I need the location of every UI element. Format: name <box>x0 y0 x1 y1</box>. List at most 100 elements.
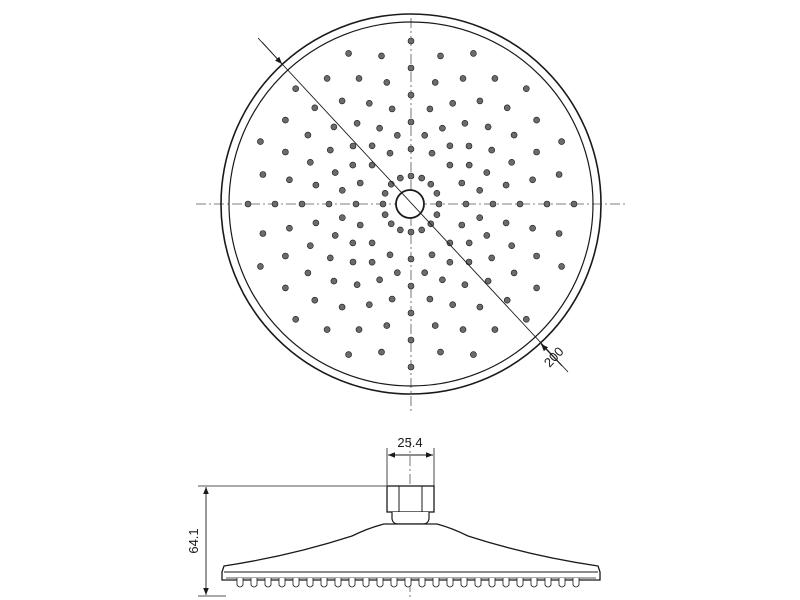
nozzle <box>407 255 415 263</box>
nozzle <box>356 179 364 187</box>
side-nozzle <box>432 578 440 588</box>
nozzle <box>312 181 320 189</box>
outer-rim <box>220 13 602 395</box>
side-nozzle <box>418 578 426 588</box>
side-nozzle <box>362 578 370 588</box>
nozzle <box>510 269 518 277</box>
nozzle <box>483 232 491 239</box>
nozzle <box>257 263 264 270</box>
nozzle <box>446 239 454 247</box>
nozzle <box>555 230 563 237</box>
nozzle <box>508 242 516 249</box>
nozzle <box>431 322 439 329</box>
side-nozzle <box>250 578 258 588</box>
nozzle <box>330 277 338 285</box>
nozzle <box>349 161 357 169</box>
nozzle <box>570 200 578 208</box>
side-nozzle <box>292 578 300 588</box>
nozzle <box>282 116 289 124</box>
center-hub <box>395 189 425 219</box>
side-nozzle <box>488 578 496 588</box>
nozzle <box>465 161 473 169</box>
side-nozzle <box>306 578 314 588</box>
nozzle <box>325 200 333 208</box>
nozzle <box>356 221 364 229</box>
nozzle <box>502 219 510 227</box>
nozzle <box>459 75 467 82</box>
nozzle <box>461 120 469 127</box>
side-nozzle <box>502 578 510 588</box>
side-nozzle <box>264 578 272 588</box>
side-nozzle <box>474 578 482 588</box>
nozzle <box>393 132 401 139</box>
nozzle <box>257 138 264 145</box>
nozzle <box>407 145 415 153</box>
connector-nut <box>386 485 435 513</box>
shower-head-body <box>221 523 601 581</box>
nozzle <box>510 131 518 139</box>
nozzle <box>503 296 511 304</box>
nozzle <box>292 85 300 92</box>
nozzle <box>311 296 319 304</box>
nozzle <box>338 187 346 194</box>
nozzle <box>458 221 466 229</box>
nozzle <box>306 159 314 166</box>
side-nozzle-row <box>236 578 580 588</box>
side-nozzle <box>516 578 524 588</box>
nozzle <box>407 336 415 344</box>
nozzle <box>418 226 426 234</box>
nozzle <box>331 232 339 239</box>
nozzle <box>407 309 415 317</box>
nozzle <box>476 187 484 194</box>
nozzle <box>449 100 457 107</box>
connector-neck <box>391 512 430 525</box>
nozzle <box>312 219 320 227</box>
nozzle <box>458 179 466 187</box>
diameter-arrow-upper <box>261 41 283 65</box>
nozzle <box>387 220 395 228</box>
inner-rim <box>228 21 594 387</box>
nozzle <box>338 303 346 311</box>
side-nozzle <box>334 578 342 588</box>
nozzle <box>259 171 267 178</box>
nozzle <box>421 269 429 277</box>
nozzle <box>368 161 376 169</box>
nozzle <box>449 301 457 309</box>
nozzle <box>331 169 339 176</box>
side-nozzle <box>558 578 566 588</box>
side-nozzle <box>390 578 398 588</box>
nozzle <box>476 303 484 311</box>
nozzle <box>435 200 443 208</box>
nozzle <box>407 37 415 45</box>
side-nozzle <box>404 578 412 588</box>
nozzle <box>282 148 289 156</box>
nozzle <box>353 281 361 289</box>
nozzle <box>516 200 524 208</box>
nozzle <box>558 263 565 270</box>
nozzle <box>459 326 467 333</box>
nozzle <box>465 142 473 150</box>
nozzle <box>326 146 334 154</box>
nozzle <box>488 146 496 154</box>
nozzle <box>407 91 415 99</box>
nozzle <box>259 230 267 237</box>
nozzle <box>428 251 436 259</box>
nozzle <box>298 200 306 208</box>
nozzle <box>529 224 536 232</box>
nozzle <box>379 200 387 208</box>
nozzle <box>383 79 391 86</box>
nozzle <box>365 100 373 107</box>
nozzle <box>407 282 415 290</box>
nozzle <box>533 252 540 260</box>
side-nozzle <box>278 578 286 588</box>
nozzle <box>386 149 394 157</box>
nozzle <box>368 239 376 247</box>
nozzle <box>355 75 363 82</box>
nozzle <box>470 50 477 57</box>
nozzle-array <box>244 37 578 371</box>
nozzle <box>304 131 312 139</box>
nozzle <box>484 277 492 285</box>
nozzle <box>437 348 444 356</box>
nozzle <box>323 326 331 333</box>
